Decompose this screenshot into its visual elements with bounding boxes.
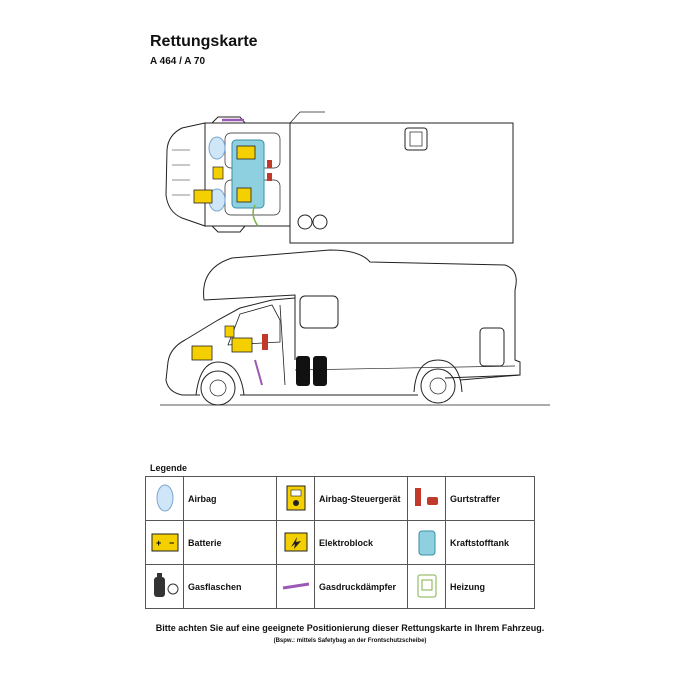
legend-label-fuel-tank: Kraftstofftank bbox=[445, 520, 535, 565]
side-view bbox=[160, 249, 550, 406]
side-view-components bbox=[191, 325, 327, 386]
legend-label-gas-bottle: Gasflaschen bbox=[183, 564, 277, 609]
tensioner-side-icon bbox=[262, 334, 268, 350]
gas-bottle-side-icon bbox=[296, 356, 310, 386]
airbag-control-unit-side-icon bbox=[224, 325, 235, 338]
heater-pipe-top bbox=[252, 204, 259, 227]
legend-label-airbag: Airbag bbox=[183, 476, 277, 521]
legend-label-gas-strut: Gasdruckdämpfer bbox=[314, 564, 408, 609]
tensioner-top-icon bbox=[267, 160, 272, 168]
gas-strut-side-icon bbox=[254, 359, 263, 386]
legend-title: Legende bbox=[150, 463, 188, 473]
legend-label-battery: Batterie bbox=[183, 520, 277, 565]
airbag-control-unit-top-icon bbox=[212, 166, 224, 180]
placement-note: Bitte achten Sie auf eine geeignete Posi… bbox=[155, 623, 545, 633]
tensioner-top-icon-2 bbox=[267, 173, 272, 181]
airbag-icon bbox=[156, 484, 173, 511]
placement-example: (Bspw.: mittels Safetybag an der Frontsc… bbox=[273, 638, 427, 644]
svg-text:−: − bbox=[169, 538, 174, 548]
heater-icon bbox=[417, 574, 436, 597]
gas-bottle-icon bbox=[153, 572, 178, 597]
airbag-driver-icon bbox=[208, 136, 226, 160]
fuel-tank-icon bbox=[418, 530, 435, 555]
electroblock-top-icon bbox=[236, 187, 252, 203]
legend-table: Airbag Airbag-Steuergerät Gurtstraffer +… bbox=[145, 476, 535, 609]
page-title: Rettungskarte bbox=[150, 33, 258, 50]
legend-label-airbag-control-unit: Airbag-Steuergerät bbox=[314, 476, 408, 521]
battery-icon: + − bbox=[151, 533, 178, 551]
battery-side-icon bbox=[191, 345, 213, 361]
battery-top-icon bbox=[193, 189, 213, 204]
airbag-control-unit-icon bbox=[286, 485, 305, 510]
legend-label-seatbelt-tensioner: Gurtstraffer bbox=[445, 476, 535, 521]
battery-side-icon-2 bbox=[231, 337, 253, 353]
vehicle-diagram bbox=[160, 111, 550, 406]
vehicle-model: A 464 / A 70 bbox=[150, 56, 206, 67]
legend-label-electroblock: Elektroblock bbox=[314, 520, 408, 565]
legend-cell-airbag-icon bbox=[145, 476, 184, 521]
electroblock-icon bbox=[284, 532, 307, 551]
battery-top-icon-2 bbox=[236, 145, 256, 160]
gas-bottle-side-icon-2 bbox=[313, 356, 327, 386]
legend-label-heater: Heizung bbox=[445, 564, 535, 609]
gas-strut-icon bbox=[282, 582, 309, 589]
svg-text:+: + bbox=[156, 538, 161, 548]
top-view-components bbox=[193, 118, 272, 227]
seatbelt-tensioner-icon bbox=[414, 487, 438, 506]
